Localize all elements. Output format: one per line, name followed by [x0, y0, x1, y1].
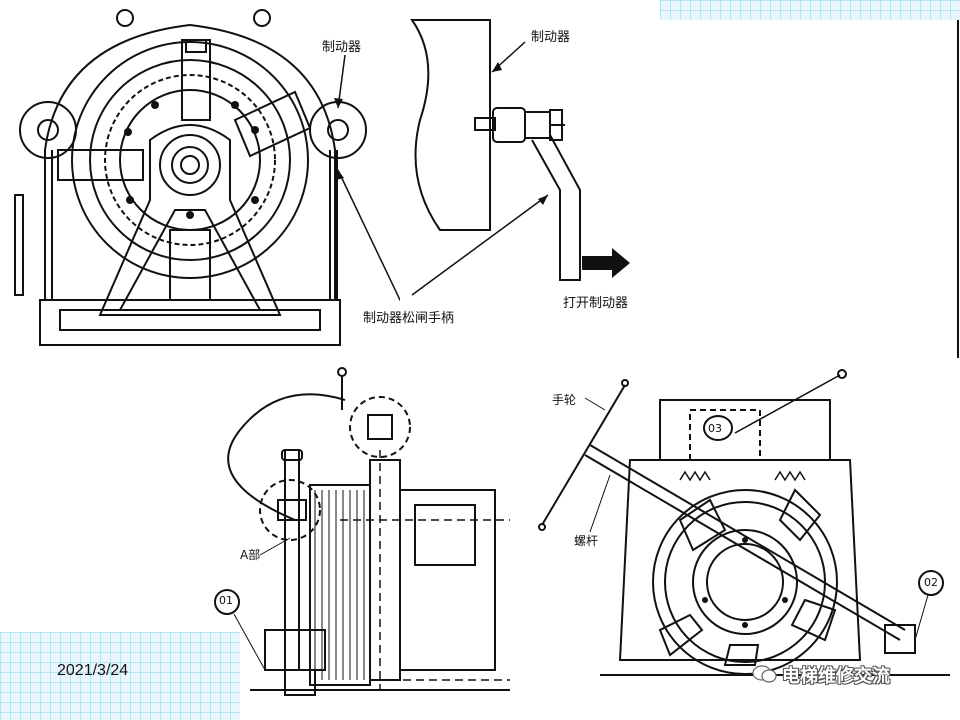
grid-decoration-top-right	[660, 0, 960, 20]
grid-decoration-bottom-left	[0, 632, 240, 720]
label-brake-right: 制动器	[531, 30, 571, 45]
label-brake-left: 制动器	[322, 40, 362, 55]
label-screw-rod: 螺杆	[574, 534, 599, 548]
machine-side-section-drawing	[214, 367, 510, 696]
brake-handle-side-view-drawing	[410, 19, 959, 358]
label-part-a: A部	[240, 548, 261, 562]
label-marker-02: 02	[924, 576, 938, 589]
label-handwheel: 手轮	[552, 393, 577, 407]
label-open-brake: 打开制动器	[563, 296, 629, 311]
label-release-handle: 制动器松闸手柄	[363, 311, 455, 326]
label-marker-01: 01	[219, 594, 233, 607]
machine-front-view-drawing	[14, 9, 400, 346]
label-marker-03: 03	[708, 422, 722, 435]
watermark-text: 电梯维修交流	[782, 666, 890, 687]
chat-bubble-icon	[752, 665, 777, 683]
slide-date: 2021/3/24	[57, 662, 129, 679]
